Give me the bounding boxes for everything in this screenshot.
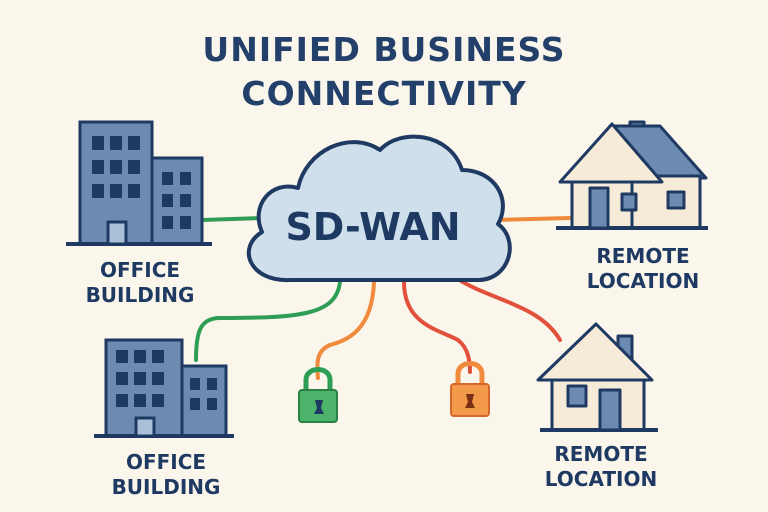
link-office-bottom bbox=[194, 280, 342, 362]
title-line-2: CONNECTIVITY bbox=[241, 74, 527, 113]
label-remote-top: REMOTE LOCATION bbox=[586, 244, 700, 293]
link-office-top bbox=[200, 216, 264, 222]
house-icon-top bbox=[556, 120, 708, 230]
link-remote-top bbox=[490, 216, 572, 222]
office-building-icon-top bbox=[66, 120, 212, 246]
link-lock-green bbox=[315, 280, 376, 380]
cloud-icon bbox=[246, 134, 512, 283]
link-lock-orange bbox=[402, 280, 472, 374]
title-line-1: UNIFIED BUSINESS bbox=[202, 30, 566, 69]
house-icon-bottom bbox=[536, 322, 658, 432]
label-remote-bottom: REMOTE LOCATION bbox=[544, 442, 658, 491]
label-office-top: OFFICE BUILDING bbox=[85, 258, 195, 307]
label-office-bottom: OFFICE BUILDING bbox=[111, 450, 221, 499]
link-remote-bottom bbox=[454, 276, 562, 342]
padlock-icon-green bbox=[298, 367, 338, 423]
office-building-icon-bottom bbox=[94, 338, 234, 438]
hub-label: SD-WAN bbox=[285, 205, 461, 249]
padlock-icon-orange bbox=[450, 361, 490, 417]
